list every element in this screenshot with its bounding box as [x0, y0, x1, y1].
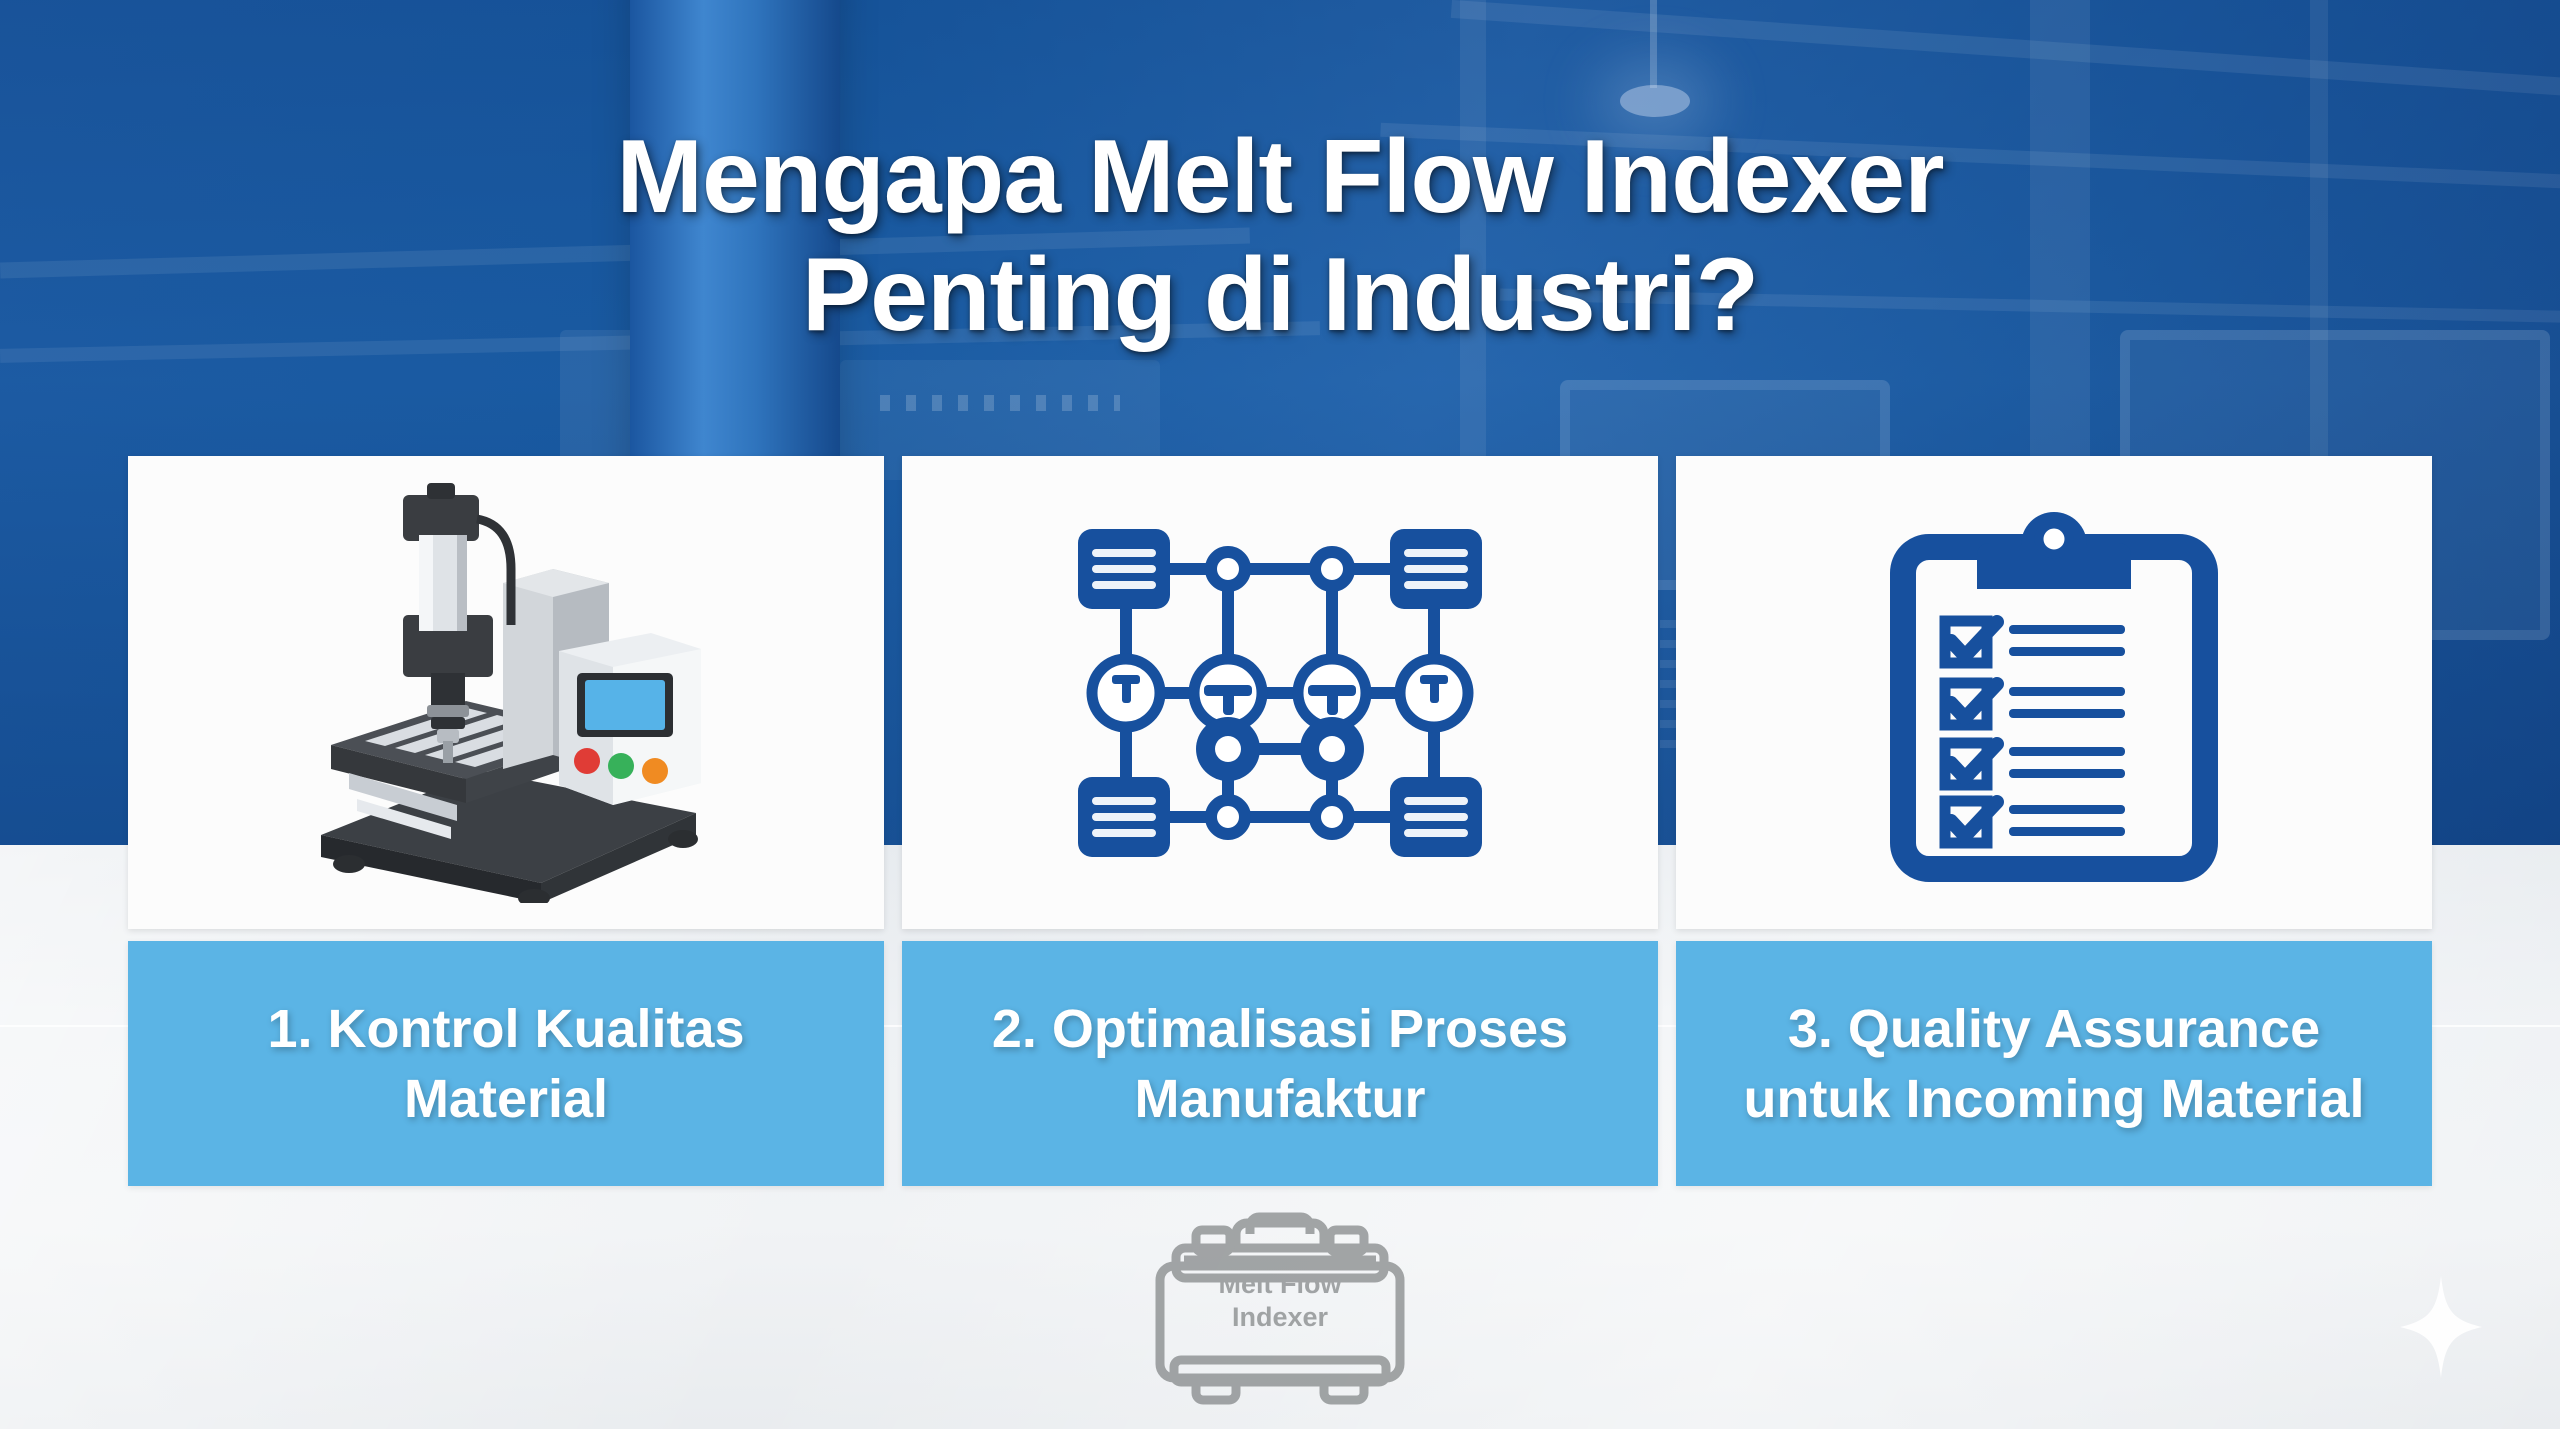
card-3-caption-line-2: untuk Incoming Material	[1743, 1068, 2365, 1129]
card-1-caption-line-2: Material	[403, 1068, 609, 1129]
ceiling-lamp-icon	[1620, 85, 1690, 117]
title-line-2: Penting di Industri?	[801, 237, 1759, 353]
background-control-dots	[880, 395, 1120, 411]
card-3-caption-text: 3. Quality Assurance untuk Incoming Mater…	[1743, 994, 2364, 1134]
clipboard-checklist-icon	[1890, 511, 2218, 882]
ceiling-beam	[1450, 0, 2560, 99]
watermark-text: Melt Flow Indexer	[1140, 1268, 1420, 1334]
melt-flow-indexer-case-logo-icon	[1155, 1212, 1405, 1405]
title-line-1: Mengapa Melt Flow Indexer	[616, 119, 1944, 235]
brand-watermark: Melt Flow Indexer	[1140, 1208, 1420, 1408]
watermark-line-1: Melt Flow	[1218, 1269, 1342, 1299]
melt-flow-indexer-machine-icon	[321, 482, 701, 903]
card-3-media	[1676, 456, 2432, 929]
ceiling-lamp-stem	[1650, 0, 1657, 88]
watermark-line-2: Indexer	[1231, 1302, 1329, 1332]
process-network-grid-icon	[1078, 528, 1482, 857]
card-2-caption-line-2: Manufaktur	[1134, 1068, 1426, 1129]
page-title: Mengapa Melt Flow Indexer Penting di Ind…	[0, 118, 2560, 354]
sparkle-icon	[2400, 1276, 2482, 1378]
card-2-media	[902, 456, 1658, 929]
card-2-caption-line-1: 2. Optimalisasi Proses	[991, 998, 1569, 1059]
blue-pipe-column	[630, 0, 840, 520]
card-1-caption-line-1: 1. Kontrol Kualitas	[267, 998, 745, 1059]
benefit-card-3[interactable]: 3. Quality Assurance untuk Incoming Mater…	[1676, 456, 2432, 1186]
card-3-caption-line-1: 3. Quality Assurance	[1787, 998, 2321, 1059]
card-3-caption: 3. Quality Assurance untuk Incoming Mater…	[1676, 941, 2432, 1186]
card-1-media	[128, 456, 884, 929]
